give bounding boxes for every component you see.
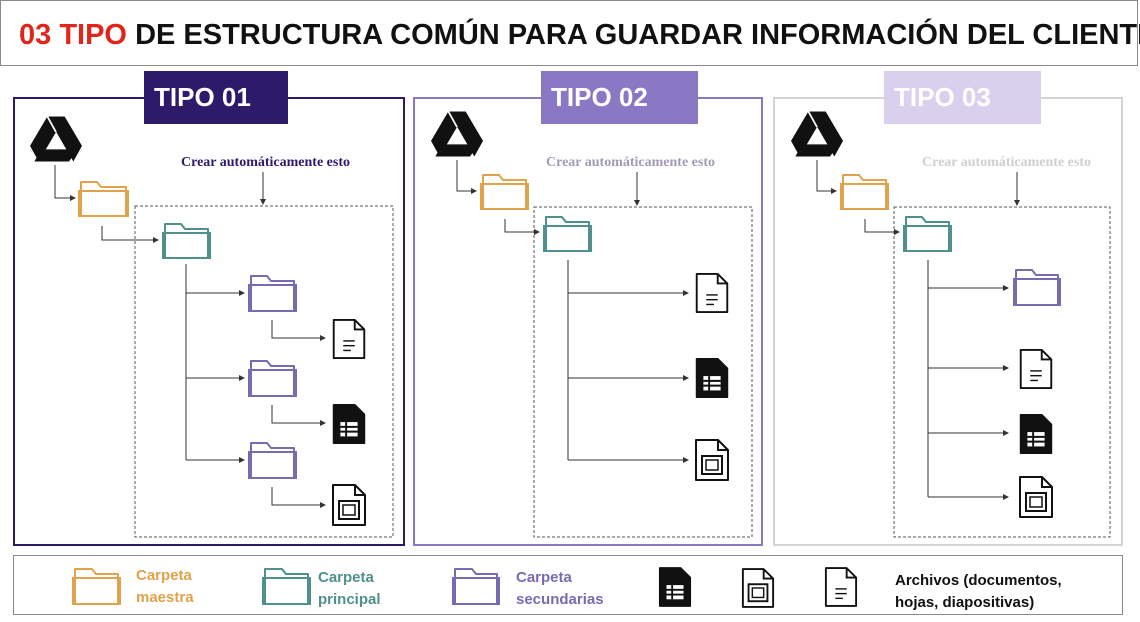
panel-1-diagram xyxy=(30,116,394,538)
folder-icon xyxy=(840,174,889,210)
tag-tipo-01: TIPO 01 xyxy=(144,71,288,124)
legend-main-label: Carpeta principal xyxy=(318,569,381,608)
title-box: 03 TIPO DE ESTRUCTURA COMÚN PARA GUARDAR… xyxy=(0,0,1140,66)
drive-icon xyxy=(791,111,843,157)
document-icon xyxy=(1019,348,1053,390)
folder-icon xyxy=(248,360,297,397)
legend xyxy=(13,555,1123,615)
folder-icon xyxy=(1013,269,1061,306)
folder-icon xyxy=(248,442,297,479)
folder-icon xyxy=(162,223,211,259)
document-icon xyxy=(332,318,366,360)
title-text: DE ESTRUCTURA COMÚN PARA GUARDAR INFORMA… xyxy=(135,19,1140,51)
tag-tipo-03: TIPO 03 xyxy=(884,71,1041,124)
slides-icon xyxy=(1019,476,1053,518)
folder-icon xyxy=(78,181,129,217)
panel-2-diagram xyxy=(431,111,753,538)
folder-icon xyxy=(543,216,592,252)
folder-icon xyxy=(262,568,311,605)
slides-icon xyxy=(332,484,366,526)
crear-label-3: Crear automáticamente esto xyxy=(922,155,1091,170)
folder-icon xyxy=(72,568,121,605)
page-title: 03 TIPO DE ESTRUCTURA COMÚN PARA GUARDAR… xyxy=(19,19,1140,52)
legend-files-label: Archivos (documentos, hojas, diapositiva… xyxy=(895,572,1062,611)
legend-secondary-label: Carpeta secundarias xyxy=(516,569,604,608)
folder-icon xyxy=(480,174,529,210)
legend-master-label: Carpeta maestra xyxy=(136,567,194,606)
drive-icon xyxy=(431,111,483,157)
spreadsheet-icon xyxy=(695,357,729,399)
slides-icon xyxy=(695,439,729,481)
title-number: 03 TIPO xyxy=(19,19,127,51)
spreadsheet-icon xyxy=(332,403,366,445)
crear-label-2: Crear automáticamente esto xyxy=(546,155,715,170)
folder-icon xyxy=(452,568,500,605)
document-icon xyxy=(695,272,729,314)
spreadsheet-icon xyxy=(1019,413,1053,455)
legend-icons xyxy=(72,567,858,608)
panel-3-diagram xyxy=(791,111,1111,538)
tag-tipo-02: TIPO 02 xyxy=(541,71,698,124)
folder-icon xyxy=(903,216,952,252)
crear-label-1: Crear automáticamente esto xyxy=(181,155,350,170)
drive-icon xyxy=(30,116,82,162)
folder-icon xyxy=(248,275,297,312)
